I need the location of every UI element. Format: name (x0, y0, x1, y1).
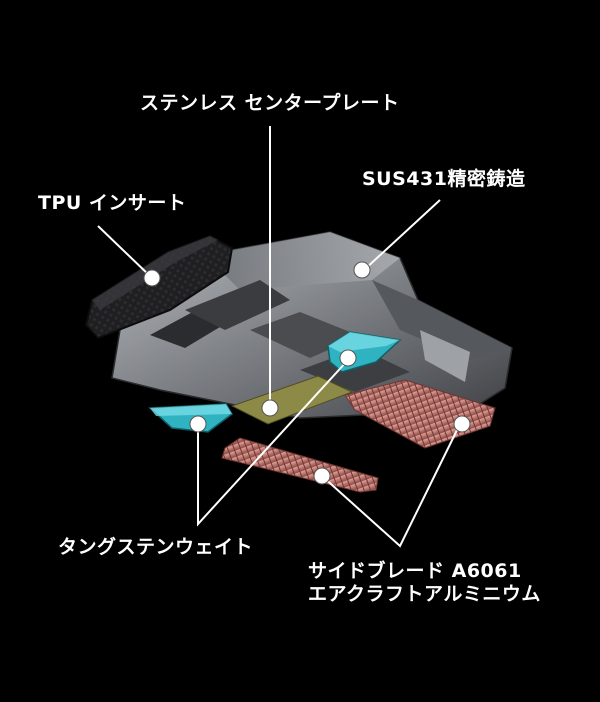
label-center-plate: ステンレス センタープレート (140, 92, 400, 114)
marker-dot-tungsten-right (339, 349, 357, 367)
marker-dot-tpu (143, 269, 161, 287)
label-side-blade: サイドブレード A6061 エアクラフトアルミニウム (308, 560, 541, 606)
leader-line-side-blade (321, 423, 461, 548)
leader-line-tungsten (197, 359, 349, 527)
marker-dot-sus (353, 261, 371, 279)
leader-line-sus (363, 199, 441, 271)
leader-lines (97, 126, 461, 548)
label-tungsten-weight: タングステンウェイト (58, 536, 254, 558)
label-sus431: SUS431精密鋳造 (362, 168, 526, 190)
marker-dots (143, 261, 471, 485)
marker-dot-side-blade-right (453, 415, 471, 433)
marker-dot-side-blade-left (313, 467, 331, 485)
side-blade-left (221, 437, 379, 493)
leader-line-tpu (97, 225, 151, 277)
label-side-blade-line1: サイドブレード A6061 (308, 560, 522, 582)
tungsten-weight-left (148, 403, 233, 433)
label-side-blade-line2: エアクラフトアルミニウム (308, 582, 541, 605)
marker-dot-tungsten-left (189, 415, 207, 433)
marker-dot-center-plate (261, 399, 279, 417)
label-tpu-insert: TPU インサート (38, 192, 187, 214)
